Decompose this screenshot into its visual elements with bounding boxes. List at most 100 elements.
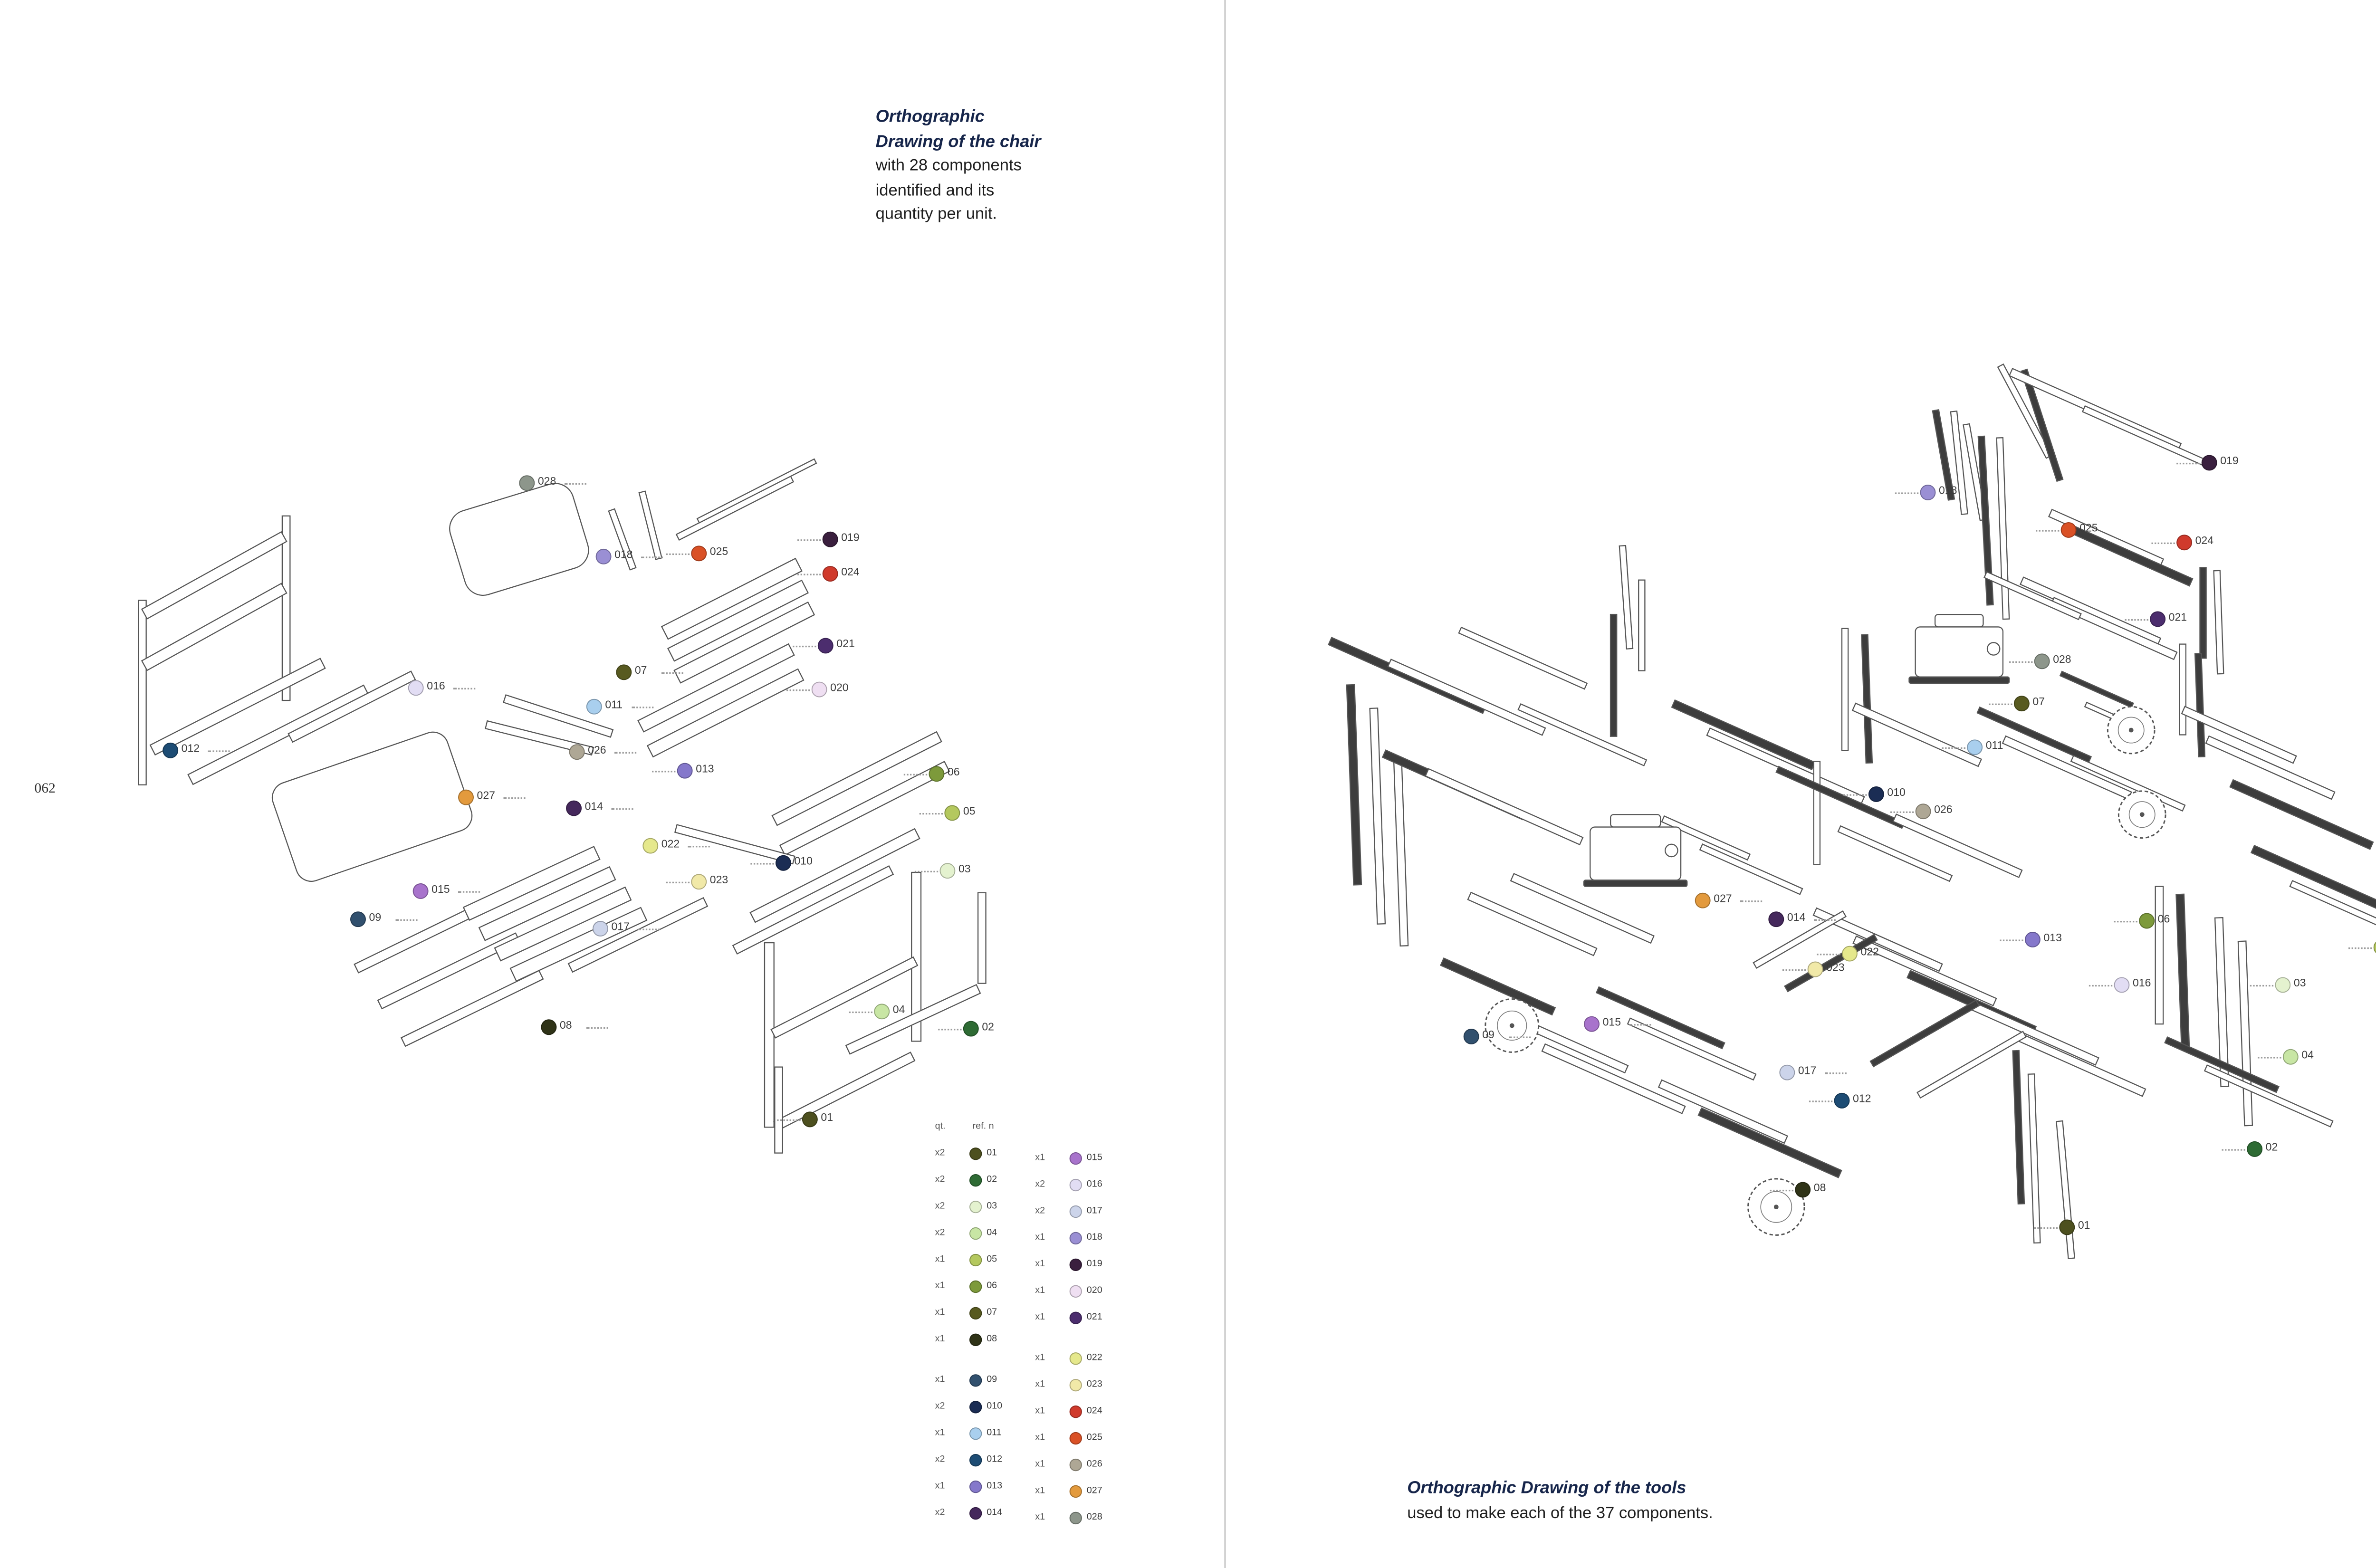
- legend-ref-text: 026: [1086, 1460, 1102, 1470]
- legend-dot-08: [969, 1333, 982, 1346]
- legend-ref-text: 014: [987, 1509, 1003, 1518]
- legend-dot-06: [969, 1280, 982, 1292]
- legend-qty-text: x1: [1035, 1353, 1045, 1363]
- legend-dot-011: [969, 1426, 982, 1439]
- legend-qty-text: x2: [935, 1401, 945, 1411]
- legend-dot-021: [1069, 1310, 1082, 1324]
- legend-dot-015: [1069, 1151, 1082, 1164]
- chair-caption-title-1: Orthographic: [875, 108, 985, 127]
- legend-qty-text: x1: [1035, 1406, 1045, 1416]
- page-gutter-line: [1224, 0, 1226, 1568]
- legend-ref-text: 016: [1086, 1180, 1102, 1190]
- legend-dot-018: [1069, 1231, 1082, 1244]
- chair-caption-body-2: identified and its: [875, 181, 995, 200]
- legend-dot-017: [1069, 1205, 1082, 1217]
- legend-ref-text: 04: [987, 1229, 997, 1238]
- legend-row-024: x1 024: [1035, 1405, 1129, 1421]
- legend-ref-text: 028: [1086, 1513, 1102, 1523]
- legend-ref-header: ref. n: [972, 1122, 994, 1132]
- legend-qty-text: x1: [1035, 1512, 1045, 1522]
- legend-row-05: x1 05: [935, 1253, 1029, 1270]
- legend-dot-022: [1069, 1351, 1082, 1364]
- tools-caption: Orthographic Drawing of the tools used t…: [1407, 1476, 1907, 1526]
- legend-qty-header: qt.: [935, 1122, 946, 1132]
- legend-dot-016: [1069, 1178, 1082, 1191]
- legend-ref-text: 018: [1086, 1233, 1102, 1243]
- legend-qty-text: x1: [1035, 1153, 1045, 1163]
- legend-ref-text: 024: [1086, 1407, 1102, 1417]
- legend-ref-text: 010: [987, 1402, 1003, 1412]
- chair-exploded-drawing: [138, 458, 987, 1154]
- legend-ref-text: 021: [1086, 1313, 1102, 1323]
- legend-ref-text: 01: [987, 1149, 997, 1159]
- legend-ref-text: 07: [987, 1309, 997, 1318]
- chair-caption: Orthographic Drawing of the chair with 2…: [876, 106, 1095, 228]
- legend-qty-text: x1: [1035, 1286, 1045, 1296]
- legend-qty-text: x1: [935, 1308, 945, 1318]
- legend-dot-07: [969, 1306, 982, 1319]
- legend-dot-010: [969, 1400, 982, 1413]
- legend-row-014: x2 014: [935, 1506, 1029, 1523]
- legend-ref-text: 03: [987, 1202, 997, 1212]
- legend-qty-text: x1: [1035, 1433, 1045, 1443]
- tools-caption-body: used to make each of the 37 components.: [1407, 1504, 1713, 1523]
- legend-qty-text: x2: [1035, 1179, 1045, 1189]
- legend-row-025: x1 025: [1035, 1431, 1129, 1448]
- legend-ref-text: 012: [987, 1455, 1003, 1465]
- legend-ref-text: 015: [1086, 1154, 1102, 1163]
- legend-row-012: x2 012: [935, 1453, 1029, 1470]
- legend-ref-text: 020: [1086, 1286, 1102, 1296]
- legend-ref-text: 08: [987, 1335, 997, 1345]
- tools-caption-title: Orthographic Drawing of the tools: [1407, 1479, 1686, 1498]
- legend-dot-026: [1069, 1458, 1082, 1471]
- legend-ref-text: 05: [987, 1255, 997, 1265]
- legend-row-028: x1 028: [1035, 1511, 1129, 1528]
- legend-qty-text: x2: [935, 1228, 945, 1238]
- legend-dot-019: [1069, 1258, 1082, 1271]
- tools-exploded-drawing: [1328, 363, 2376, 1259]
- legend-ref-text: 017: [1086, 1207, 1102, 1216]
- legend-row-010: x2 010: [935, 1400, 1029, 1416]
- legend-ref-text: 025: [1086, 1434, 1102, 1443]
- legend-qty-text: x1: [1035, 1312, 1045, 1322]
- legend-ref-text: 02: [987, 1176, 997, 1186]
- legend-dot-024: [1069, 1405, 1082, 1417]
- legend-qty-text: x1: [935, 1481, 945, 1491]
- legend-ref-text: 09: [987, 1376, 997, 1386]
- page-number-left: 062: [34, 780, 56, 796]
- legend-dot-03: [969, 1200, 982, 1213]
- legend-qty-text: x2: [935, 1175, 945, 1185]
- legend-qty-text: x2: [935, 1508, 945, 1518]
- legend-dot-023: [1069, 1378, 1082, 1391]
- legend-row-09: x1 09: [935, 1373, 1029, 1390]
- legend-qty-text: x1: [935, 1254, 945, 1264]
- legend-ref-text: 011: [987, 1429, 1002, 1439]
- legend-row-022: x1 022: [1035, 1351, 1129, 1368]
- legend-dot-020: [1069, 1284, 1082, 1297]
- legend-qty-text: x2: [935, 1201, 945, 1211]
- legend-dot-04: [969, 1226, 982, 1239]
- legend-dot-02: [969, 1173, 982, 1186]
- legend-qty-text: x1: [935, 1375, 945, 1385]
- legend-row-021: x1 021: [1035, 1310, 1129, 1328]
- legend-dot-013: [969, 1480, 982, 1492]
- legend-qty-text: x2: [1035, 1206, 1045, 1216]
- legend-qty-text: x2: [935, 1454, 945, 1464]
- legend-ref-text: 023: [1086, 1380, 1102, 1390]
- legend-row-020: x1 020: [1035, 1284, 1129, 1301]
- legend-qty-text: x1: [1035, 1459, 1045, 1469]
- chair-caption-title-2: Drawing of the chair: [875, 132, 1041, 151]
- legend-ref-text: 019: [1086, 1260, 1102, 1270]
- legend-row-03: x2 03: [935, 1200, 1029, 1216]
- legend-ref-text: 022: [1086, 1354, 1102, 1364]
